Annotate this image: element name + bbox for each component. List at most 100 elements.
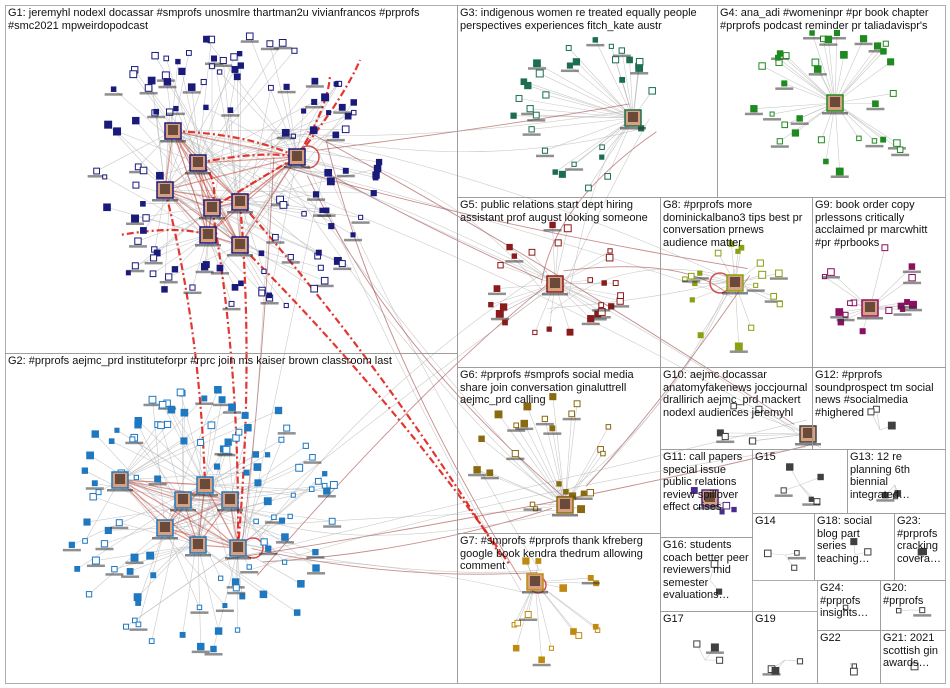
node[interactable] bbox=[755, 405, 763, 413]
node[interactable] bbox=[287, 254, 294, 261]
node[interactable] bbox=[549, 221, 556, 229]
node[interactable] bbox=[133, 474, 140, 481]
node[interactable] bbox=[572, 58, 581, 66]
node[interactable] bbox=[607, 248, 613, 254]
node[interactable] bbox=[605, 424, 612, 430]
node[interactable] bbox=[782, 52, 790, 59]
node[interactable] bbox=[473, 466, 481, 474]
node[interactable] bbox=[524, 611, 532, 619]
node[interactable] bbox=[526, 105, 534, 113]
node[interactable] bbox=[230, 53, 238, 61]
node[interactable] bbox=[187, 83, 196, 91]
node[interactable] bbox=[323, 487, 331, 495]
node[interactable] bbox=[612, 280, 619, 287]
node[interactable] bbox=[312, 564, 320, 572]
node[interactable] bbox=[370, 190, 377, 197]
node[interactable] bbox=[260, 538, 268, 546]
node[interactable] bbox=[618, 47, 625, 54]
node[interactable] bbox=[281, 533, 289, 541]
node[interactable] bbox=[835, 308, 844, 316]
node[interactable] bbox=[102, 174, 108, 180]
node[interactable] bbox=[896, 146, 904, 153]
node[interactable] bbox=[278, 39, 287, 47]
node[interactable] bbox=[520, 419, 528, 428]
node[interactable] bbox=[716, 429, 724, 437]
node[interactable] bbox=[808, 496, 814, 502]
node[interactable] bbox=[714, 249, 722, 257]
node[interactable] bbox=[227, 107, 234, 114]
node[interactable] bbox=[598, 302, 605, 308]
node[interactable] bbox=[687, 272, 695, 280]
node[interactable] bbox=[279, 201, 288, 209]
node[interactable] bbox=[293, 609, 301, 616]
node[interactable] bbox=[321, 482, 328, 489]
node[interactable] bbox=[864, 548, 872, 556]
node[interactable] bbox=[222, 445, 231, 454]
node[interactable] bbox=[541, 415, 548, 423]
node[interactable] bbox=[122, 623, 129, 630]
node[interactable] bbox=[817, 136, 825, 144]
node[interactable] bbox=[809, 30, 815, 36]
node[interactable] bbox=[274, 406, 283, 415]
node[interactable] bbox=[524, 81, 532, 90]
node[interactable] bbox=[171, 266, 179, 273]
node[interactable] bbox=[566, 328, 574, 336]
node[interactable] bbox=[326, 110, 332, 116]
node[interactable] bbox=[882, 40, 889, 47]
node[interactable] bbox=[301, 108, 307, 114]
node[interactable] bbox=[189, 284, 196, 291]
node[interactable] bbox=[144, 84, 153, 92]
node[interactable] bbox=[156, 171, 164, 180]
node[interactable] bbox=[271, 514, 277, 521]
node[interactable] bbox=[506, 243, 513, 251]
node[interactable] bbox=[827, 268, 835, 276]
node[interactable] bbox=[528, 126, 535, 133]
node[interactable] bbox=[919, 607, 926, 614]
node[interactable] bbox=[254, 479, 262, 487]
node[interactable] bbox=[324, 168, 333, 177]
node[interactable] bbox=[113, 127, 122, 136]
node[interactable] bbox=[510, 112, 517, 119]
node[interactable] bbox=[196, 604, 203, 611]
node[interactable] bbox=[721, 432, 729, 441]
node[interactable] bbox=[197, 439, 205, 446]
node[interactable] bbox=[165, 108, 174, 116]
node[interactable] bbox=[554, 239, 562, 247]
node[interactable] bbox=[533, 59, 541, 68]
node[interactable] bbox=[130, 553, 139, 562]
node[interactable] bbox=[252, 451, 260, 458]
node[interactable] bbox=[796, 115, 803, 122]
node[interactable] bbox=[163, 55, 170, 62]
node[interactable] bbox=[919, 547, 927, 556]
node[interactable] bbox=[748, 324, 755, 331]
node[interactable] bbox=[608, 43, 614, 49]
node[interactable] bbox=[549, 425, 556, 432]
node[interactable] bbox=[558, 170, 566, 178]
node[interactable] bbox=[880, 48, 887, 55]
node[interactable] bbox=[297, 580, 305, 588]
node[interactable] bbox=[749, 437, 757, 445]
node[interactable] bbox=[253, 518, 259, 525]
node[interactable] bbox=[333, 81, 339, 87]
node[interactable] bbox=[258, 289, 266, 297]
node[interactable] bbox=[135, 600, 142, 606]
node[interactable] bbox=[93, 167, 101, 175]
node[interactable] bbox=[587, 277, 594, 283]
node[interactable] bbox=[756, 259, 764, 267]
node[interactable] bbox=[91, 430, 99, 438]
node[interactable] bbox=[322, 471, 328, 477]
node[interactable] bbox=[771, 666, 780, 675]
node[interactable] bbox=[823, 158, 829, 165]
node[interactable] bbox=[770, 292, 778, 300]
node[interactable] bbox=[488, 302, 494, 308]
node[interactable] bbox=[214, 385, 222, 394]
node[interactable] bbox=[513, 422, 519, 429]
node[interactable] bbox=[882, 492, 889, 499]
node[interactable] bbox=[312, 548, 319, 556]
node[interactable] bbox=[535, 558, 542, 564]
node[interactable] bbox=[338, 103, 346, 111]
node[interactable] bbox=[132, 617, 138, 624]
node[interactable] bbox=[158, 400, 167, 409]
node[interactable] bbox=[887, 58, 895, 66]
node[interactable] bbox=[338, 260, 346, 268]
